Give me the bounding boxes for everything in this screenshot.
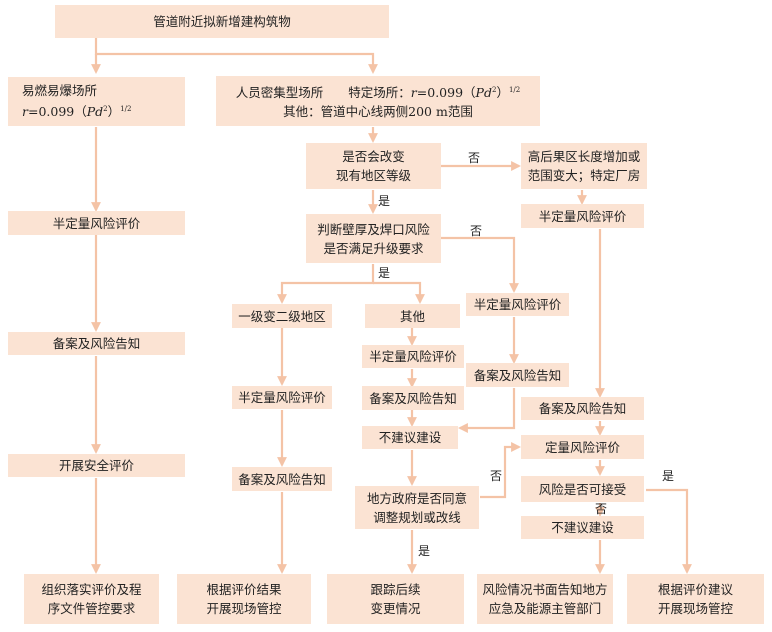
record-mid-right-box: 备案及风险告知 — [466, 363, 569, 387]
safety-eval-box: 开展安全评价 — [8, 454, 185, 477]
edge-label-no: 否 — [468, 151, 481, 165]
change-class-decision: 是否会改变 现有地区等级 — [306, 143, 441, 189]
record-other-label: 备案及风险告知 — [369, 390, 457, 406]
class12-box: 一级变二级地区 — [232, 304, 332, 328]
edge-label-yes: 是 — [378, 266, 391, 280]
gov-agree-line2: 调整规划或改线 — [373, 509, 461, 525]
record-left-box: 备案及风险告知 — [8, 332, 185, 355]
outcome-box-5: 根据评价建议 开展现场管控 — [627, 574, 764, 624]
outcome-5-line2: 开展现场管控 — [657, 601, 733, 616]
class12-label: 一级变二级地区 — [238, 308, 326, 324]
outcome-2-line1: 根据评价结果 — [206, 582, 282, 597]
crowded-site-box: 人员密集型场所 特定场所：r=0.099（Pd2）1/2 其他：管道中心线两侧2… — [216, 76, 540, 126]
flammable-site-box: 易燃易爆场所 r=0.099（Pd2）1/2 — [8, 77, 185, 126]
outcome-3-line1: 跟踪后续 — [370, 582, 421, 597]
outcome-1-line2: 序文件管控要求 — [47, 601, 136, 616]
outcome-box-4: 风险情况书面告知地方 应急及能源主管部门 — [477, 574, 613, 624]
outcome-2-line2: 开展现场管控 — [206, 601, 282, 616]
not-recommended-mid-label: 不建议建设 — [378, 430, 442, 445]
record-right-label: 备案及风险告知 — [538, 401, 627, 416]
edge-label-no: 否 — [470, 224, 483, 238]
other-label: 其他 — [399, 308, 425, 324]
outcome-box-2: 根据评价结果 开展现场管控 — [177, 574, 311, 624]
gov-agree-decision: 地方政府是否同意 调整规划或改线 — [355, 486, 479, 529]
wall-weld-decision: 判断壁厚及焊口风险 是否满足升级要求 — [306, 214, 441, 263]
outcome-box-1: 组织落实评价及程 序文件管控要求 — [24, 574, 159, 624]
quantitative-risk-box: 定量风险评价 — [521, 435, 644, 459]
record-class12-label: 备案及风险告知 — [238, 471, 326, 487]
record-other-box: 备案及风险告知 — [362, 386, 464, 410]
not-recommended-right-label: 不建议建设 — [551, 520, 614, 535]
outcome-5-line1: 根据评价建议 — [657, 582, 733, 597]
record-class12-box: 备案及风险告知 — [232, 467, 332, 491]
flammable-site-label: 易燃易爆场所 — [22, 83, 98, 99]
edge-label-yes: 是 — [378, 194, 391, 208]
semi-quant-class12-box: 半定量风险评价 — [232, 386, 332, 409]
semi-quant-mid-right-label: 半定量风险评价 — [473, 297, 562, 312]
other-box: 其他 — [365, 304, 460, 328]
crowded-site-label: 人员密集型场所 特定场所：r=0.099（Pd2）1/2 — [235, 85, 521, 101]
hc-area-line1: 高后果区长度增加或 — [527, 149, 641, 164]
gov-agree-line1: 地方政府是否同意 — [366, 490, 467, 506]
quantitative-risk-label: 定量风险评价 — [544, 439, 620, 455]
edge-label-yes: 是 — [662, 469, 675, 483]
record-left-label: 备案及风险告知 — [52, 336, 141, 351]
outcome-4-line1: 风险情况书面告知地方 — [482, 582, 608, 597]
semi-quant-mid-right-box: 半定量风险评价 — [466, 293, 569, 316]
wall-weld-line1: 判断壁厚及焊口风险 — [317, 221, 430, 237]
semi-quant-left-box: 半定量风险评价 — [8, 211, 185, 235]
record-right-box: 备案及风险告知 — [521, 397, 644, 420]
edge-label-no: 否 — [490, 469, 503, 483]
semi-quant-class12-label: 半定量风险评价 — [238, 390, 326, 405]
new-structure-label: 管道附近拟新增建构筑物 — [153, 14, 291, 29]
outcome-4-line2: 应急及能源主管部门 — [488, 601, 602, 616]
new-structure-box: 管道附近拟新增建构筑物 — [55, 5, 389, 38]
not-recommended-right-box: 不建议建设 — [521, 516, 644, 539]
risk-acceptable-decision: 风险是否可接受 — [521, 476, 644, 502]
record-mid-right-label: 备案及风险告知 — [473, 367, 562, 383]
crowded-site-other-label: 其他：管道中心线两侧200 m范围 — [283, 104, 473, 120]
semi-quant-right-box: 半定量风险评价 — [521, 204, 644, 228]
outcome-3-line2: 变更情况 — [370, 601, 421, 616]
safety-eval-label: 开展安全评价 — [58, 458, 134, 473]
change-class-line1: 是否会改变 — [342, 149, 405, 164]
outcome-box-3: 跟踪后续 变更情况 — [327, 574, 464, 624]
hc-area-line2: 范围变大；特定厂房 — [527, 168, 641, 183]
wall-weld-line2: 是否满足升级要求 — [323, 240, 424, 256]
outcome-1-line1: 组织落实评价及程 — [41, 582, 142, 597]
edge-label-yes: 是 — [418, 544, 431, 558]
semi-quant-other-box: 半定量风险评价 — [362, 345, 464, 368]
semi-quant-right-label: 半定量风险评价 — [538, 208, 627, 224]
flammable-radius-formula: r=0.099（Pd2）1/2 — [22, 104, 132, 120]
edge-label-no: 否 — [595, 502, 608, 516]
semi-quant-left-label: 半定量风险评价 — [52, 215, 141, 231]
not-recommended-mid-box: 不建议建设 — [362, 426, 458, 449]
change-class-line2: 现有地区等级 — [335, 168, 411, 183]
risk-acceptable-label: 风险是否可接受 — [538, 481, 627, 497]
semi-quant-other-label: 半定量风险评价 — [369, 349, 457, 364]
high-consequence-area-box: 高后果区长度增加或 范围变大；特定厂房 — [521, 143, 647, 189]
